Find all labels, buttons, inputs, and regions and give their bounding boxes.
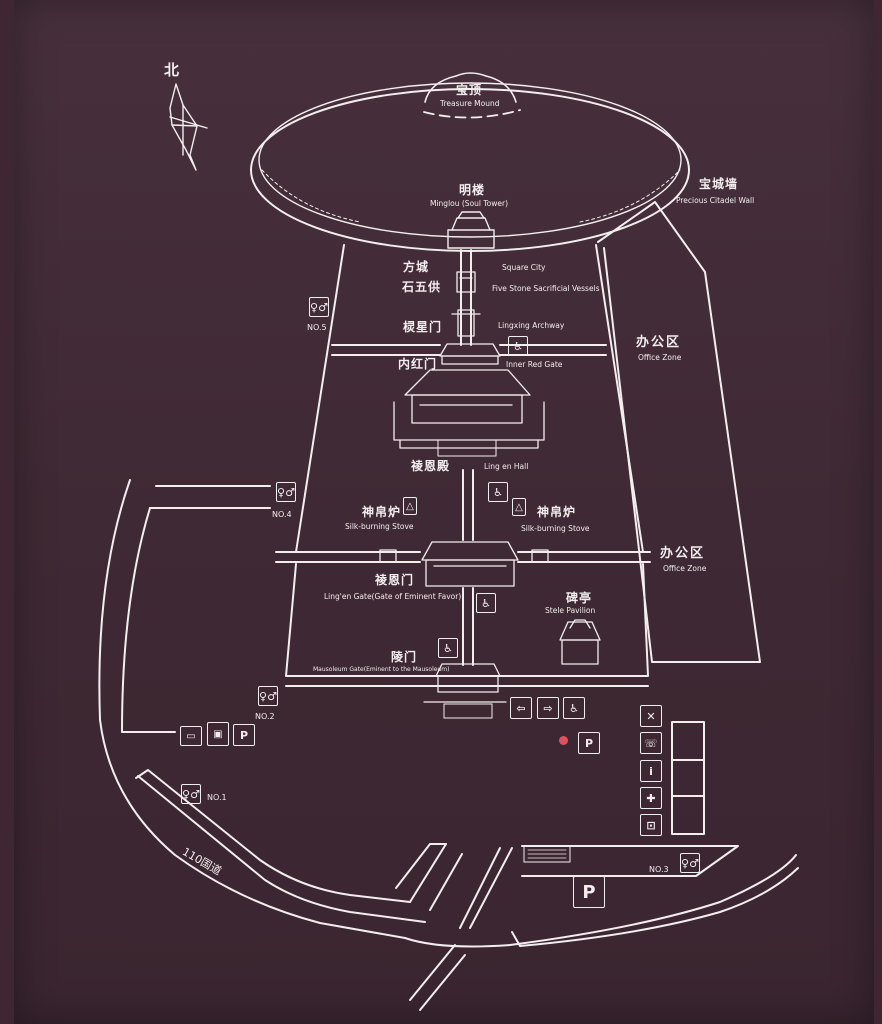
citadel-wall-en: Precious Citadel Wall <box>676 196 755 205</box>
toilet-no4-label: NO.4 <box>272 510 292 519</box>
lingxing-archway <box>451 309 481 337</box>
five-stone-vessels <box>456 271 476 293</box>
exit-icon[interactable]: ⇦ <box>510 697 532 719</box>
toilet-no3-label: NO.3 <box>649 865 669 874</box>
stove-right-zh: 神帛炉 <box>537 505 577 519</box>
information-icon[interactable]: i <box>640 760 662 782</box>
office-zone-1-zh: 办公区 <box>636 335 682 350</box>
office-zone-1-en: Office Zone <box>638 353 682 362</box>
stove-right-building <box>531 549 549 563</box>
ling-en-hall-zh: 祾恩殿 <box>411 459 451 473</box>
toilet-icon[interactable]: ♀♂ <box>258 686 278 706</box>
you-are-here-marker <box>559 736 568 745</box>
stove-right-en: Silk-burning Stove <box>521 524 590 533</box>
outer-road-left <box>98 479 426 939</box>
toilet-icon[interactable]: ♀♂ <box>181 784 201 804</box>
toilet-icon[interactable]: ♀♂ <box>680 853 700 873</box>
square-city-en: Square City <box>502 263 546 272</box>
ling-en-hall-en: Ling en Hall <box>484 462 529 471</box>
main-precinct <box>275 244 651 687</box>
soul-tower-zh: 明楼 <box>459 183 486 197</box>
wheelchair-icon[interactable]: ♿ <box>508 336 528 356</box>
wheelchair-icon[interactable]: ♿ <box>563 697 585 719</box>
wheelchair-icon[interactable]: ♿ <box>488 482 508 502</box>
toilet-no2-label: NO.2 <box>255 712 275 721</box>
lingxing-zh: 棂星门 <box>403 320 443 334</box>
ticket-office-icon[interactable]: ▣ <box>207 722 229 746</box>
ling-en-gate-en: Ling'en Gate(Gate of Eminent Favor) <box>324 592 462 601</box>
map-board <box>14 0 874 1024</box>
five-stone-en: Five Stone Sacrificial Vessels <box>492 284 600 293</box>
stove-left-building <box>379 549 397 563</box>
treasure-mound-en: Treasure Mound <box>440 99 500 108</box>
ling-en-gate-zh: 祾恩门 <box>375 573 415 587</box>
phone-icon[interactable]: ☏ <box>640 732 662 754</box>
toilet-icon[interactable]: ♀♂ <box>276 482 296 502</box>
stele-pavilion-en: Stele Pavilion <box>545 606 596 615</box>
ling-en-hall-building <box>393 369 545 457</box>
soul-tower-building <box>447 211 495 249</box>
inner-red-gate-building <box>439 343 501 365</box>
office-zone-2-en: Office Zone <box>663 564 707 573</box>
stove-icon: △ <box>512 498 526 516</box>
toilet-no5-label: NO.5 <box>307 323 327 332</box>
stove-left-en: Silk-burning Stove <box>345 522 414 531</box>
toilet-icon[interactable]: ♀♂ <box>309 297 329 317</box>
parking-icon[interactable]: P <box>233 724 255 746</box>
citadel-wall-path <box>597 201 761 663</box>
no-food-icon[interactable]: ✕ <box>640 705 662 727</box>
wheelchair-icon[interactable]: ♿ <box>476 593 496 613</box>
entrance-icon[interactable]: ⇨ <box>537 697 559 719</box>
inner-red-gate-zh: 内红门 <box>398 357 438 371</box>
bus-icon[interactable]: ▭ <box>180 726 202 746</box>
lower-plaza <box>521 845 739 877</box>
first-aid-icon[interactable]: ✚ <box>640 787 662 809</box>
mausoleum-gate-zh: 陵门 <box>391 650 418 664</box>
citadel-wall-zh: 宝城墙 <box>699 177 739 191</box>
services-column <box>671 721 705 835</box>
parking-icon[interactable]: P <box>578 732 600 754</box>
lingxing-en: Lingxing Archway <box>498 321 565 330</box>
mausoleum-gate-en: Mausoleum Gate(Eminent to the Mausoleum) <box>313 666 450 673</box>
inner-red-gate-en: Inner Red Gate <box>506 360 563 369</box>
stove-left-zh: 神帛炉 <box>362 505 402 519</box>
office-zone-2-zh: 办公区 <box>660 546 706 561</box>
luggage-storage-icon[interactable]: ⊡ <box>640 814 662 836</box>
wheelchair-icon[interactable]: ♿ <box>438 638 458 658</box>
parking-icon[interactable]: P <box>573 876 605 908</box>
square-city-zh: 方城 <box>403 260 430 274</box>
soul-tower-en: Minglou (Soul Tower) <box>430 199 509 208</box>
road-110 <box>135 769 799 1011</box>
toilet-no1-label: NO.1 <box>207 793 227 802</box>
stove-icon: △ <box>403 497 417 515</box>
ling-en-gate-building <box>421 541 519 587</box>
north-label: 北 <box>164 61 180 79</box>
mausoleum-gate-building <box>423 663 507 719</box>
stele-pavilion-building <box>559 619 601 665</box>
compass-icon <box>169 83 208 171</box>
five-stone-zh: 石五供 <box>402 280 442 294</box>
stele-pavilion-zh: 碑亭 <box>566 591 593 605</box>
treasure-mound-zh: 宝顶 <box>456 83 483 97</box>
